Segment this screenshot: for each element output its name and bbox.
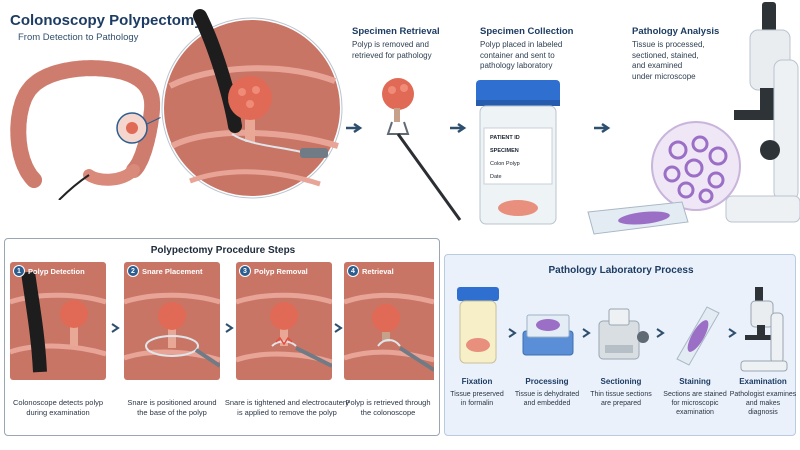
step-card-snare-placement: 2 Snare Placement bbox=[124, 262, 220, 380]
lab-step-title: Staining bbox=[679, 377, 711, 386]
chevron-right-icon bbox=[224, 320, 234, 333]
chevron-right-icon bbox=[581, 325, 591, 338]
step-card-retrieval: 4 Retrieval bbox=[344, 262, 440, 380]
stage-desc-collection: Polyp placed in labeled container and se… bbox=[480, 40, 563, 70]
step-name: Polyp Removal bbox=[254, 266, 308, 276]
lab-step-title: Sectioning bbox=[600, 377, 642, 386]
step-name: Polyp Detection bbox=[28, 266, 85, 276]
page-title: Colonoscopy Polypectomy bbox=[10, 12, 203, 29]
step-number-badge: 1 bbox=[13, 265, 25, 277]
step-card-polyp-removal: 3 Polyp Removal bbox=[236, 262, 332, 380]
chevron-right-icon bbox=[333, 320, 343, 333]
step-name: Snare Placement bbox=[142, 266, 203, 276]
jar-label-type: Colon Polyp bbox=[490, 161, 520, 167]
jar-label-date: Date bbox=[490, 174, 502, 180]
glass-slide-icon bbox=[582, 198, 692, 238]
step-description: Colonoscope detects polyp during examina… bbox=[12, 398, 104, 417]
formalin-jar-icon bbox=[453, 285, 503, 373]
microscope-icon bbox=[720, 0, 800, 232]
step-description: Snare is positioned around the base of t… bbox=[127, 398, 217, 417]
step-header: 2 Snare Placement bbox=[127, 265, 202, 277]
chevron-right-icon bbox=[507, 325, 517, 338]
chevron-right-icon bbox=[110, 320, 120, 333]
lab-step-title: Fixation bbox=[461, 377, 493, 386]
flow-arrow-icon bbox=[450, 122, 468, 134]
processing-cassette-icon bbox=[517, 285, 577, 373]
stage-title-pathology: Pathology Analysis bbox=[632, 26, 720, 37]
forceps-with-polyp bbox=[368, 72, 468, 222]
step-header: 4 Retrieval bbox=[347, 265, 394, 277]
flow-arrow-icon bbox=[594, 122, 612, 134]
specimen-container: PATIENT ID SPECIMEN Colon Polyp Date bbox=[472, 80, 564, 228]
jar-label-specimen: SPECIMEN bbox=[490, 148, 519, 154]
stage-title-retrieval: Specimen Retrieval bbox=[352, 26, 440, 37]
microscopic-view-icon bbox=[650, 120, 742, 212]
endoscopic-zoom-view bbox=[160, 6, 345, 211]
step-name: Retrieval bbox=[362, 266, 394, 276]
colon-illustration bbox=[4, 50, 174, 201]
chevron-right-icon bbox=[655, 325, 665, 338]
step-header: 3 Polyp Removal bbox=[239, 265, 308, 277]
chevron-right-icon bbox=[727, 325, 737, 338]
step-header: 1 Polyp Detection bbox=[13, 265, 85, 277]
stage-title-collection: Specimen Collection bbox=[480, 26, 574, 37]
step-number-badge: 4 bbox=[347, 265, 359, 277]
lab-step-title: Processing bbox=[525, 377, 569, 386]
lab-microscope-icon bbox=[737, 285, 791, 373]
stage-desc-pathology: Tissue is processed, sectioned, stained,… bbox=[632, 40, 705, 81]
stage-desc-retrieval: Polyp is removed and retrieved for patho… bbox=[352, 40, 432, 60]
lab-step-title: Examination bbox=[739, 377, 787, 386]
step-number-badge: 3 bbox=[239, 265, 251, 277]
step-description: Snare is tightened and electrocautery is… bbox=[224, 398, 350, 417]
step-card-polyp-detection: 1 Polyp Detection bbox=[10, 262, 106, 380]
page-subtitle: From Detection to Pathology bbox=[18, 32, 139, 43]
procedure-steps-title: Polypectomy Procedure Steps bbox=[150, 245, 296, 256]
step-description: Polyp is retrieved through the colonosco… bbox=[345, 398, 431, 417]
lab-process-panel: Pathology Laboratory Process bbox=[444, 254, 796, 436]
lab-process-title: Pathology Laboratory Process bbox=[548, 265, 694, 276]
microtome-icon bbox=[591, 285, 651, 373]
stained-slide-icon bbox=[667, 285, 727, 373]
flow-arrow-icon bbox=[346, 122, 364, 134]
jar-label-patient-id: PATIENT ID bbox=[490, 135, 520, 141]
step-number-badge: 2 bbox=[127, 265, 139, 277]
